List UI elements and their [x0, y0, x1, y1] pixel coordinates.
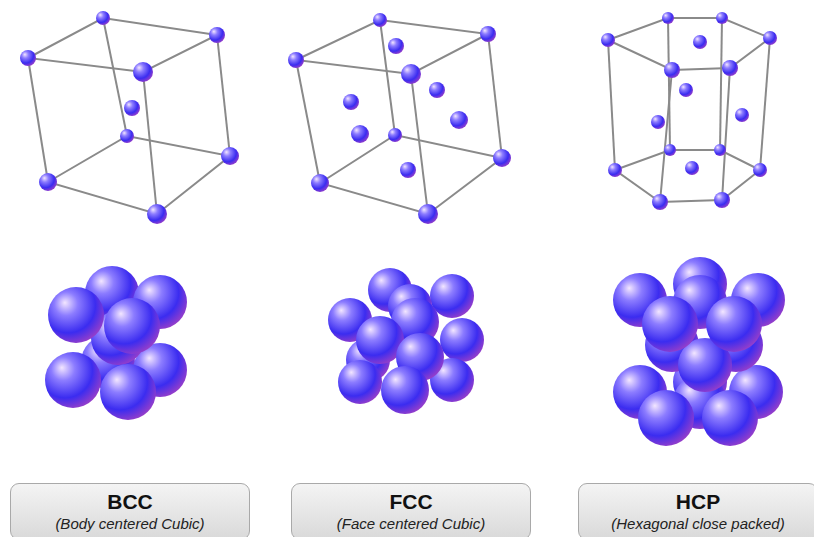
fcc-atoms: [288, 13, 511, 224]
structure-abbreviation: BCC: [107, 490, 153, 514]
hcp-packing: [613, 257, 785, 446]
bcc-wireframe: [28, 18, 230, 214]
structure-name: (Body centered Cubic): [55, 515, 204, 533]
structure-name: (Face centered Cubic): [337, 515, 485, 533]
structure-abbreviation: HCP: [676, 490, 720, 514]
fcc-packing: [328, 268, 484, 414]
bcc-packing: [45, 266, 187, 420]
structure-name: (Hexagonal close packed): [611, 515, 784, 533]
structure-abbreviation: FCC: [389, 490, 432, 514]
bcc-atoms: [20, 11, 239, 224]
hcp-wireframe: [608, 18, 770, 202]
label-box: HCP(Hexagonal close packed): [578, 483, 814, 537]
label-box: FCC(Face centered Cubic): [291, 483, 531, 537]
label-box: BCC(Body centered Cubic): [10, 483, 250, 537]
hcp-atoms: [601, 12, 777, 210]
fcc-wireframe: [296, 20, 502, 214]
